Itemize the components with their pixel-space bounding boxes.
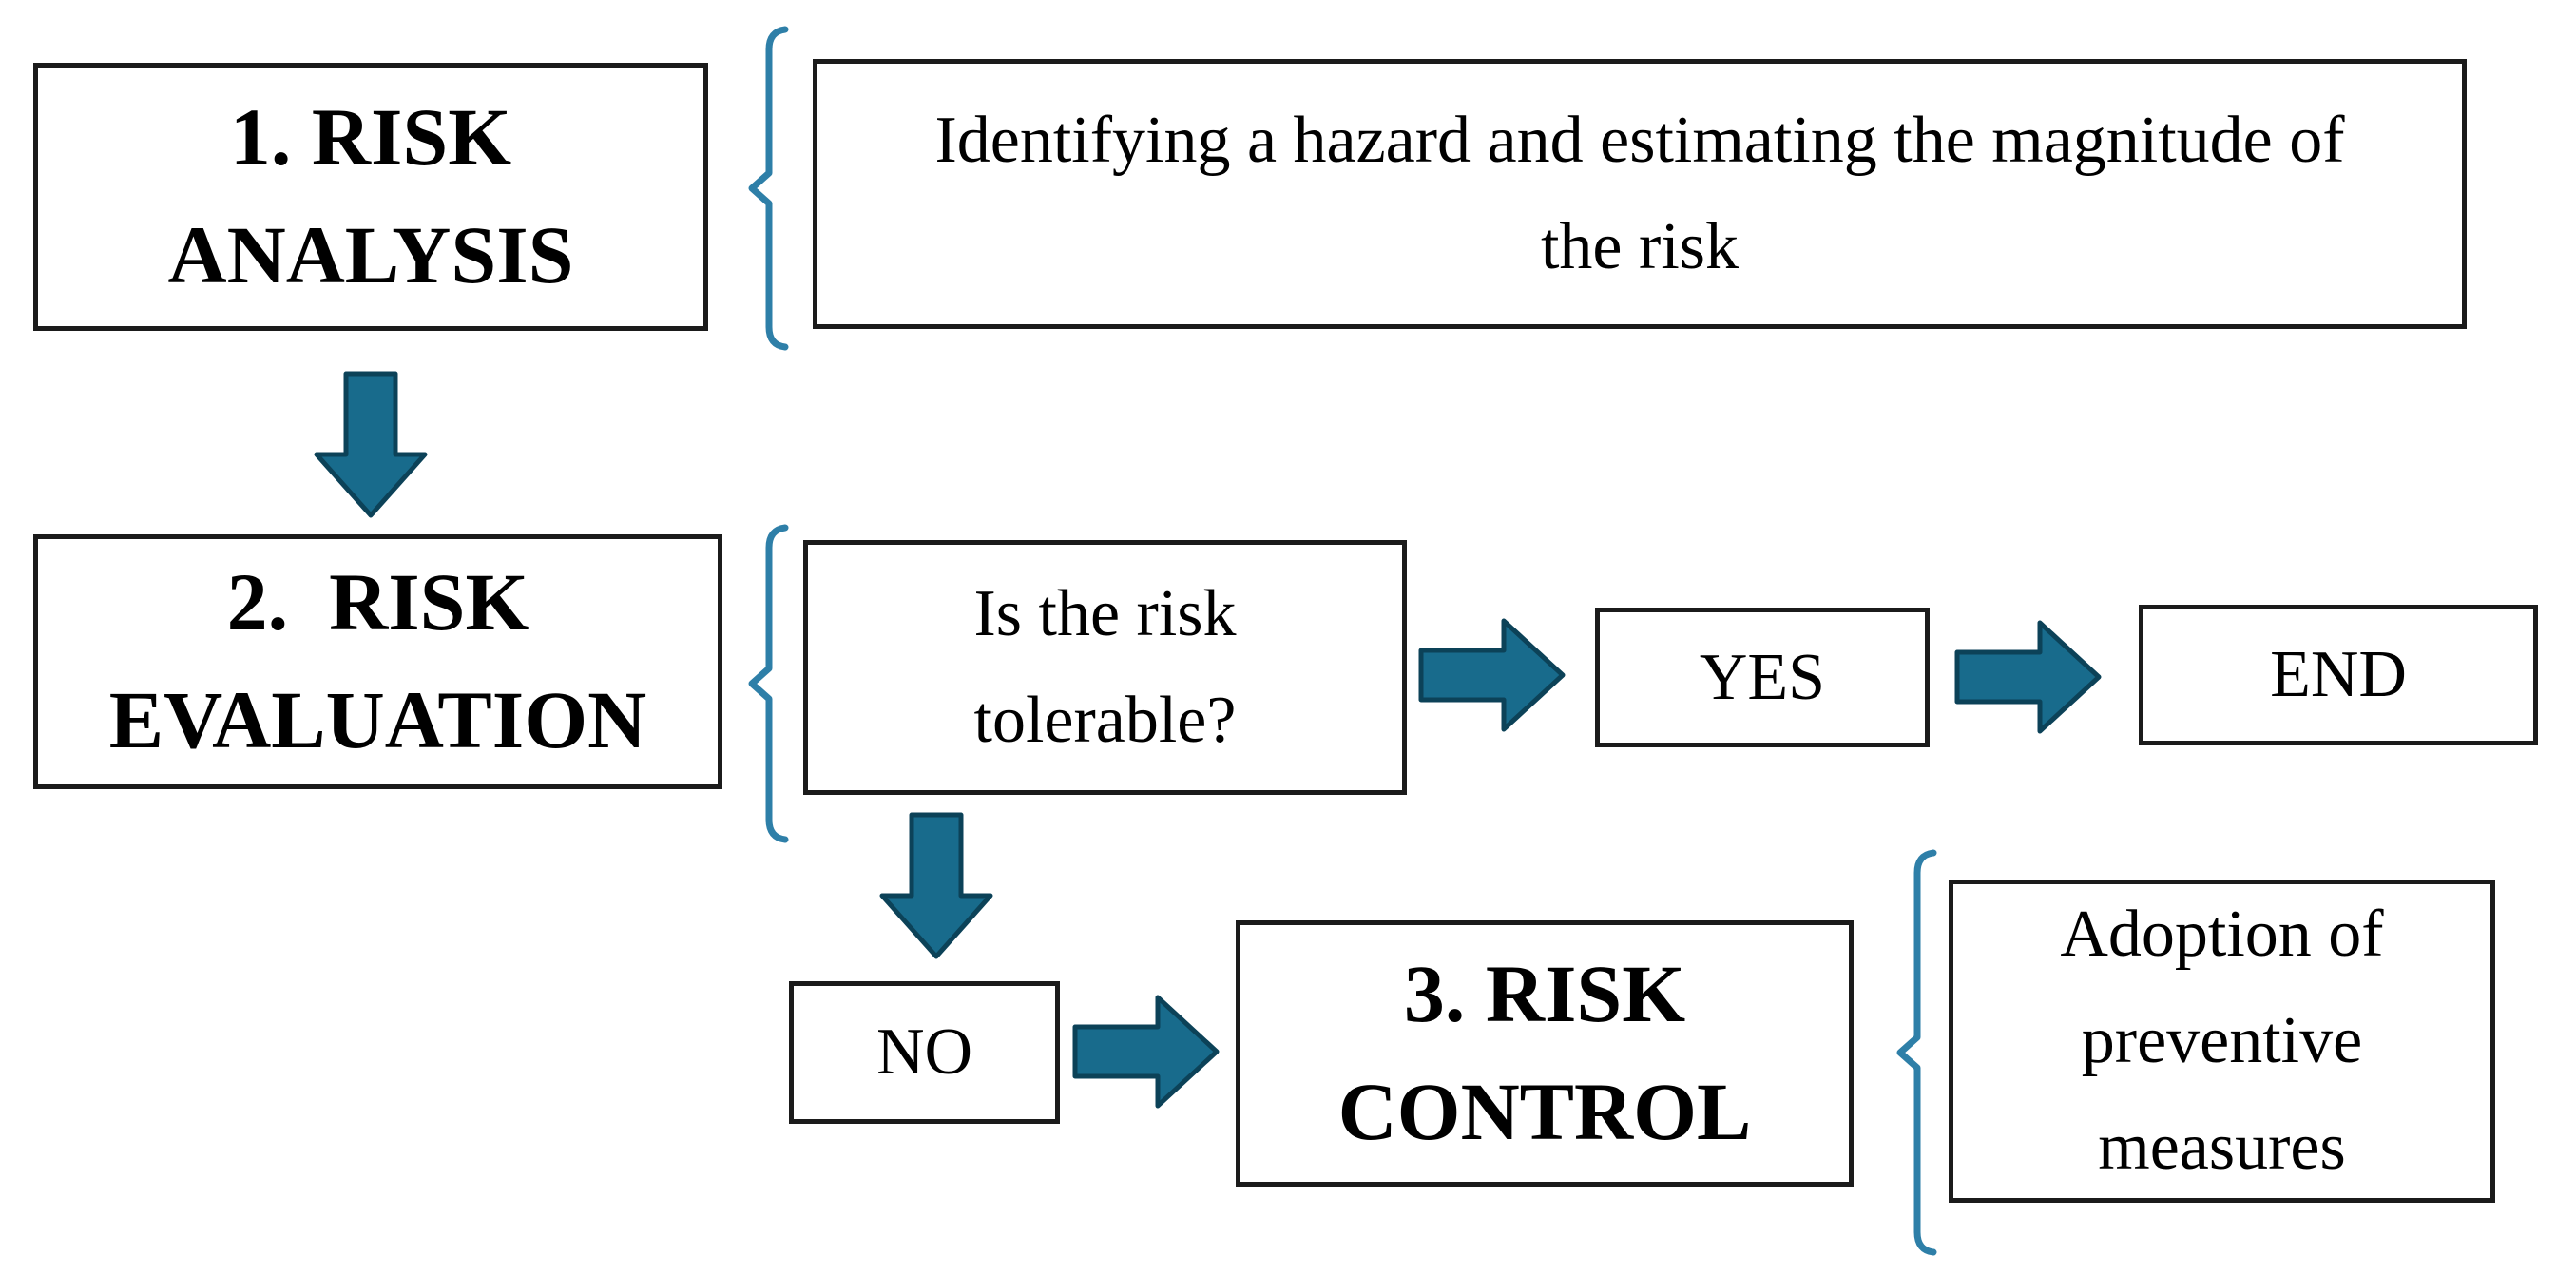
right-arrow-icon [1072, 995, 1220, 1109]
node-label-risk-evaluation: 2. RISK EVALUATION [108, 556, 647, 765]
node-risk-evaluation: 2. RISK EVALUATION [33, 534, 722, 789]
node-label-no: NO [875, 1015, 973, 1089]
node-adoption: Adoption of preventive measures [1949, 880, 2495, 1203]
node-label-adoption: Adoption of preventive measures [2060, 898, 2384, 1184]
left-brace-icon [748, 524, 789, 843]
node-label-end: END [2270, 638, 2407, 711]
node-end: END [2139, 605, 2538, 745]
right-arrow-icon [1954, 620, 2102, 734]
left-brace-icon [748, 26, 789, 351]
node-tolerable: Is the risk tolerable? [803, 540, 1407, 795]
node-no: NO [789, 981, 1060, 1124]
node-label-yes: YES [1699, 640, 1826, 714]
down-arrow-icon [314, 371, 428, 518]
node-label-tolerable: Is the risk tolerable? [973, 577, 1237, 757]
node-identifying: Identifying a hazard and estimating the … [813, 59, 2467, 329]
node-yes: YES [1595, 608, 1930, 747]
node-label-identifying: Identifying a hazard and estimating the … [934, 104, 2345, 283]
left-brace-icon [1896, 849, 1937, 1256]
node-label-risk-analysis: 1. RISK ANALYSIS [167, 91, 574, 300]
right-arrow-icon [1418, 618, 1566, 732]
node-label-risk-control: 3. RISK CONTROL [1337, 948, 1752, 1157]
node-risk-control: 3. RISK CONTROL [1236, 920, 1854, 1187]
node-risk-analysis: 1. RISK ANALYSIS [33, 63, 708, 331]
down-arrow-icon [879, 812, 993, 959]
